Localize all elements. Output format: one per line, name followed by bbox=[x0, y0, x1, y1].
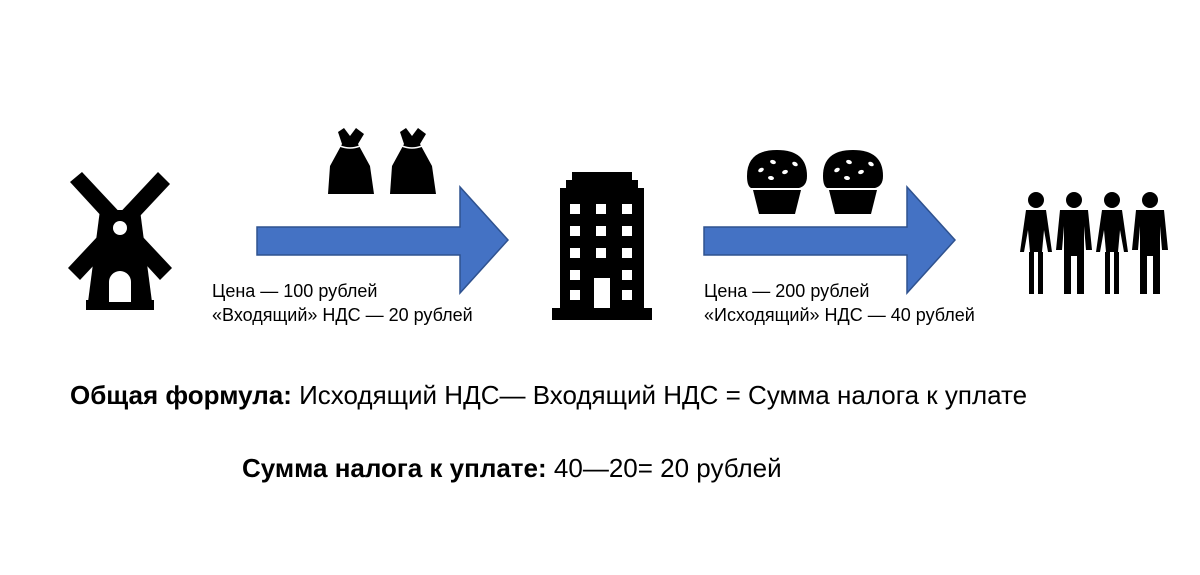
general-formula: Общая формула: Исходящий НДС— Входящий Н… bbox=[70, 380, 1027, 411]
step2-vat-text: «Исходящий» НДС — 40 рублей bbox=[704, 305, 975, 325]
general-formula-text: Исходящий НДС— Входящий НДС = Сумма нало… bbox=[299, 380, 1028, 410]
tax-result-label: Сумма налога к уплате: bbox=[242, 453, 547, 483]
building-icon bbox=[552, 172, 652, 320]
arrow-1 bbox=[256, 185, 510, 295]
people-icon bbox=[1020, 192, 1168, 294]
step2-price-text: Цена — 200 рублей bbox=[704, 281, 870, 301]
muffins-icon bbox=[747, 150, 883, 214]
tax-result-text: 40—20= 20 рублей bbox=[553, 453, 782, 483]
windmill-icon bbox=[68, 172, 172, 310]
step1-vat-text: «Входящий» НДС — 20 рублей bbox=[212, 305, 473, 325]
sacks-icon bbox=[328, 128, 436, 194]
general-formula-label: Общая формула: bbox=[70, 380, 292, 410]
step1-price-text: Цена — 100 рублей bbox=[212, 281, 378, 301]
tax-result: Сумма налога к уплате: 40—20= 20 рублей bbox=[242, 453, 782, 484]
arrow-2 bbox=[703, 185, 957, 295]
